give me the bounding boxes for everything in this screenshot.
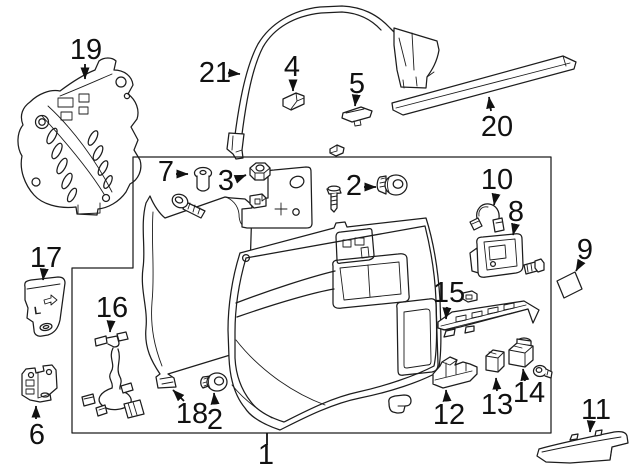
callout-label-2a[interactable]: 2 xyxy=(346,170,362,202)
callout-8[interactable]: 8 xyxy=(508,196,524,236)
callout-17[interactable]: 17 xyxy=(30,242,62,281)
callout-arrow-13 xyxy=(492,377,502,392)
callout-21[interactable]: 21 xyxy=(199,57,241,89)
callout-4[interactable]: 4 xyxy=(284,51,300,92)
callout-18[interactable]: 18 xyxy=(172,389,208,430)
part-20-belt-molding xyxy=(391,55,577,116)
part-13-switch xyxy=(485,349,505,373)
callout-14[interactable]: 14 xyxy=(513,368,545,409)
callout-6[interactable]: 6 xyxy=(29,405,45,451)
part-19-water-deflector xyxy=(17,57,142,216)
callout-label-13[interactable]: 13 xyxy=(481,389,513,421)
callout-label-17[interactable]: 17 xyxy=(30,242,62,274)
callout-arrow-10 xyxy=(491,192,501,206)
callout-arrow-9 xyxy=(575,258,586,272)
callout-20[interactable]: 20 xyxy=(481,96,513,143)
callout-arrow-18 xyxy=(172,389,185,402)
part-10-wire-jumper xyxy=(469,203,505,233)
part-2-push-retainer-top xyxy=(376,174,408,196)
part-7-push-rivet xyxy=(193,166,213,192)
callout-label-16[interactable]: 16 xyxy=(96,292,128,324)
callout-label-2b[interactable]: 2 xyxy=(207,404,223,436)
callout-arrow-11 xyxy=(586,420,596,433)
part-17-wedge-bracket: L xyxy=(24,276,66,337)
molding-retainer-clip xyxy=(329,144,345,157)
callout-label-4[interactable]: 4 xyxy=(284,51,300,83)
part-14-switch xyxy=(508,337,534,368)
callout-label-20[interactable]: 20 xyxy=(481,111,513,143)
part-17-letter: L xyxy=(33,305,42,318)
callout-arrow-5 xyxy=(351,94,361,107)
callout-label-12[interactable]: 12 xyxy=(433,399,465,431)
callout-arrow-8 xyxy=(511,222,520,236)
screw-vertical xyxy=(326,185,342,213)
part-3-hex-nut xyxy=(249,162,271,181)
callout-label-6[interactable]: 6 xyxy=(29,419,45,451)
callout-3[interactable]: 3 xyxy=(218,165,247,197)
callout-2a[interactable]: 2 xyxy=(346,170,377,202)
screw-fastener xyxy=(171,193,206,219)
callout-10[interactable]: 10 xyxy=(481,164,513,206)
callout-arrow-2b xyxy=(210,392,220,405)
callout-arrow-17 xyxy=(39,268,49,281)
callout-15[interactable]: 15 xyxy=(433,277,465,320)
callout-label-5[interactable]: 5 xyxy=(349,68,365,100)
callout-2b[interactable]: 2 xyxy=(207,392,223,436)
callout-12[interactable]: 12 xyxy=(433,389,465,431)
callout-label-19[interactable]: 19 xyxy=(70,34,102,66)
lower-retainer-clip xyxy=(388,394,412,414)
callout-label-8[interactable]: 8 xyxy=(508,196,524,228)
screw-fastener-14 xyxy=(532,364,553,379)
square-clip-nut xyxy=(249,193,267,209)
callout-16[interactable]: 16 xyxy=(96,292,128,333)
enclosure-box xyxy=(71,156,552,434)
callout-arrow-14 xyxy=(520,368,530,382)
callout-label-1[interactable]: 1 xyxy=(258,439,274,471)
callout-label-9[interactable]: 9 xyxy=(577,234,593,266)
part-2-push-retainer-bottom xyxy=(200,372,228,392)
callout-arrow-3 xyxy=(233,174,247,184)
callout-label-3[interactable]: 3 xyxy=(218,165,234,197)
callout-label-7[interactable]: 7 xyxy=(158,156,174,188)
callout-9[interactable]: 9 xyxy=(575,234,593,272)
callout-19[interactable]: 19 xyxy=(70,34,102,80)
part-21-window-frame-molding xyxy=(226,5,440,160)
callout-label-15[interactable]: 15 xyxy=(433,277,465,309)
callout-arrow-21 xyxy=(227,68,241,78)
callout-label-11[interactable]: 11 xyxy=(581,394,611,426)
callout-7[interactable]: 7 xyxy=(158,156,189,188)
callout-1[interactable]: 1 xyxy=(258,433,274,471)
callout-13[interactable]: 13 xyxy=(481,377,513,421)
part-16-wiring-harness xyxy=(81,331,145,419)
part-9-patch xyxy=(556,271,583,299)
callout-label-10[interactable]: 10 xyxy=(481,164,513,196)
callout-arrow-15 xyxy=(442,306,452,320)
callout-label-14[interactable]: 14 xyxy=(513,377,545,409)
callout-arrow-20 xyxy=(486,96,496,112)
callout-arrow-12 xyxy=(442,389,452,402)
callout-11[interactable]: 11 xyxy=(581,394,611,433)
part-5-clip xyxy=(341,106,373,127)
part-15-switch-plate xyxy=(437,290,540,338)
part-4-clip xyxy=(282,92,305,111)
part-1-door-trim-panel xyxy=(227,217,442,431)
callout-label-21[interactable]: 21 xyxy=(199,57,231,89)
part-8-handle-bezel xyxy=(469,233,545,278)
callout-label-18[interactable]: 18 xyxy=(176,398,208,430)
part-6-bracket xyxy=(21,364,58,403)
callout-arrow-16 xyxy=(106,320,116,333)
part-11-pull-cup-trim xyxy=(536,429,629,464)
part-12-window-switch xyxy=(432,356,478,389)
callout-5[interactable]: 5 xyxy=(349,68,365,107)
